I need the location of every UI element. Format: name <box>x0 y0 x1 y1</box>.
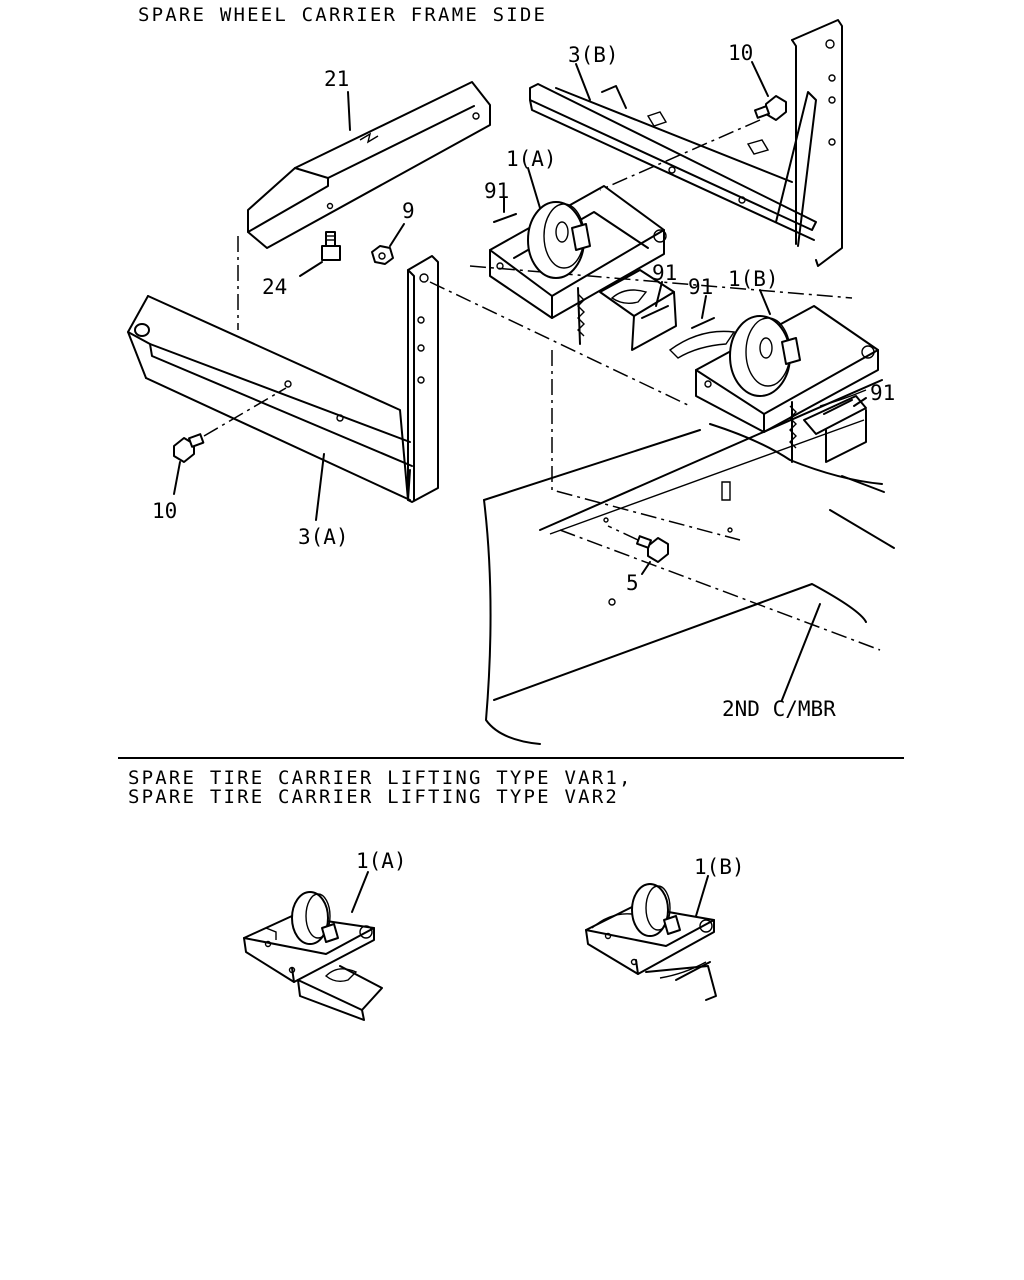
callout-1b-bottom: 1(B) <box>694 855 745 879</box>
callout-1b-top: 1(B) <box>728 267 779 291</box>
callout-91-a: 91 <box>484 179 509 203</box>
callout-3b: 3(B) <box>568 43 619 67</box>
axis-bolt-5 <box>607 525 639 541</box>
callout-10-left: 10 <box>152 499 177 523</box>
leader-91-b <box>655 281 663 307</box>
leader-21 <box>347 91 351 131</box>
part-91-b-pin <box>641 305 669 319</box>
assembly-line-d <box>469 265 853 299</box>
part-1a-winch <box>489 185 677 351</box>
axis-bolt-10-left <box>203 387 287 437</box>
part-5-bolt <box>635 535 669 563</box>
assembly-line-b <box>429 281 691 407</box>
part-91-d-pin <box>823 399 853 415</box>
leader-9 <box>389 223 405 247</box>
axis-bolt-10-top <box>599 119 761 191</box>
callout-crossmember: 2ND C/MBR <box>722 697 836 721</box>
callout-91-d: 91 <box>870 381 895 405</box>
leader-91-c <box>701 295 707 319</box>
part-24-bolt <box>321 231 341 261</box>
part-1b-winch <box>668 305 879 463</box>
part-3b-bracket <box>529 19 843 267</box>
leader-5 <box>641 561 651 575</box>
callout-91-b: 91 <box>652 261 677 285</box>
title-variant-line2: SPARE TIRE CARRIER LIFTING TYPE VAR2 <box>128 786 619 808</box>
callout-21: 21 <box>324 67 349 91</box>
leader-crossmember <box>781 603 821 701</box>
leader-1b-bottom <box>695 875 709 917</box>
leader-1a-bottom <box>351 871 369 913</box>
callout-5: 5 <box>626 571 639 595</box>
part-10-bolt-left <box>173 433 205 463</box>
callout-10-top: 10 <box>728 41 753 65</box>
leader-3a <box>315 453 325 521</box>
part-9-nut <box>371 245 394 265</box>
callout-1a-bottom: 1(A) <box>356 849 407 873</box>
leader-91-d <box>853 397 867 407</box>
part-91-a-pin <box>493 213 517 223</box>
leader-1b-top <box>759 289 771 315</box>
variant-1a-winch <box>243 891 383 1021</box>
callout-24: 24 <box>262 275 287 299</box>
leader-3b <box>575 63 591 101</box>
crossmember-2nd <box>483 379 895 745</box>
callout-1a-top: 1(A) <box>506 147 557 171</box>
assembly-line-c <box>551 350 741 541</box>
callout-9: 9 <box>402 199 415 223</box>
variant-1b-winch <box>585 883 717 1001</box>
part-21-bracket-plate <box>247 81 491 249</box>
callout-3a: 3(A) <box>298 525 349 549</box>
leader-1a-top <box>527 167 541 209</box>
leader-10-top <box>751 61 769 97</box>
part-10-bolt-top <box>753 95 787 121</box>
part-91-c-pin <box>691 317 715 329</box>
callout-91-c: 91 <box>688 275 713 299</box>
leader-24 <box>299 261 323 277</box>
title-variant-line1: SPARE TIRE CARRIER LIFTING TYPE VAR1, <box>128 767 633 789</box>
part-3a-bracket <box>127 255 439 503</box>
leader-10-left <box>173 461 181 495</box>
title-frame-side: SPARE WHEEL CARRIER FRAME SIDE <box>138 4 547 26</box>
